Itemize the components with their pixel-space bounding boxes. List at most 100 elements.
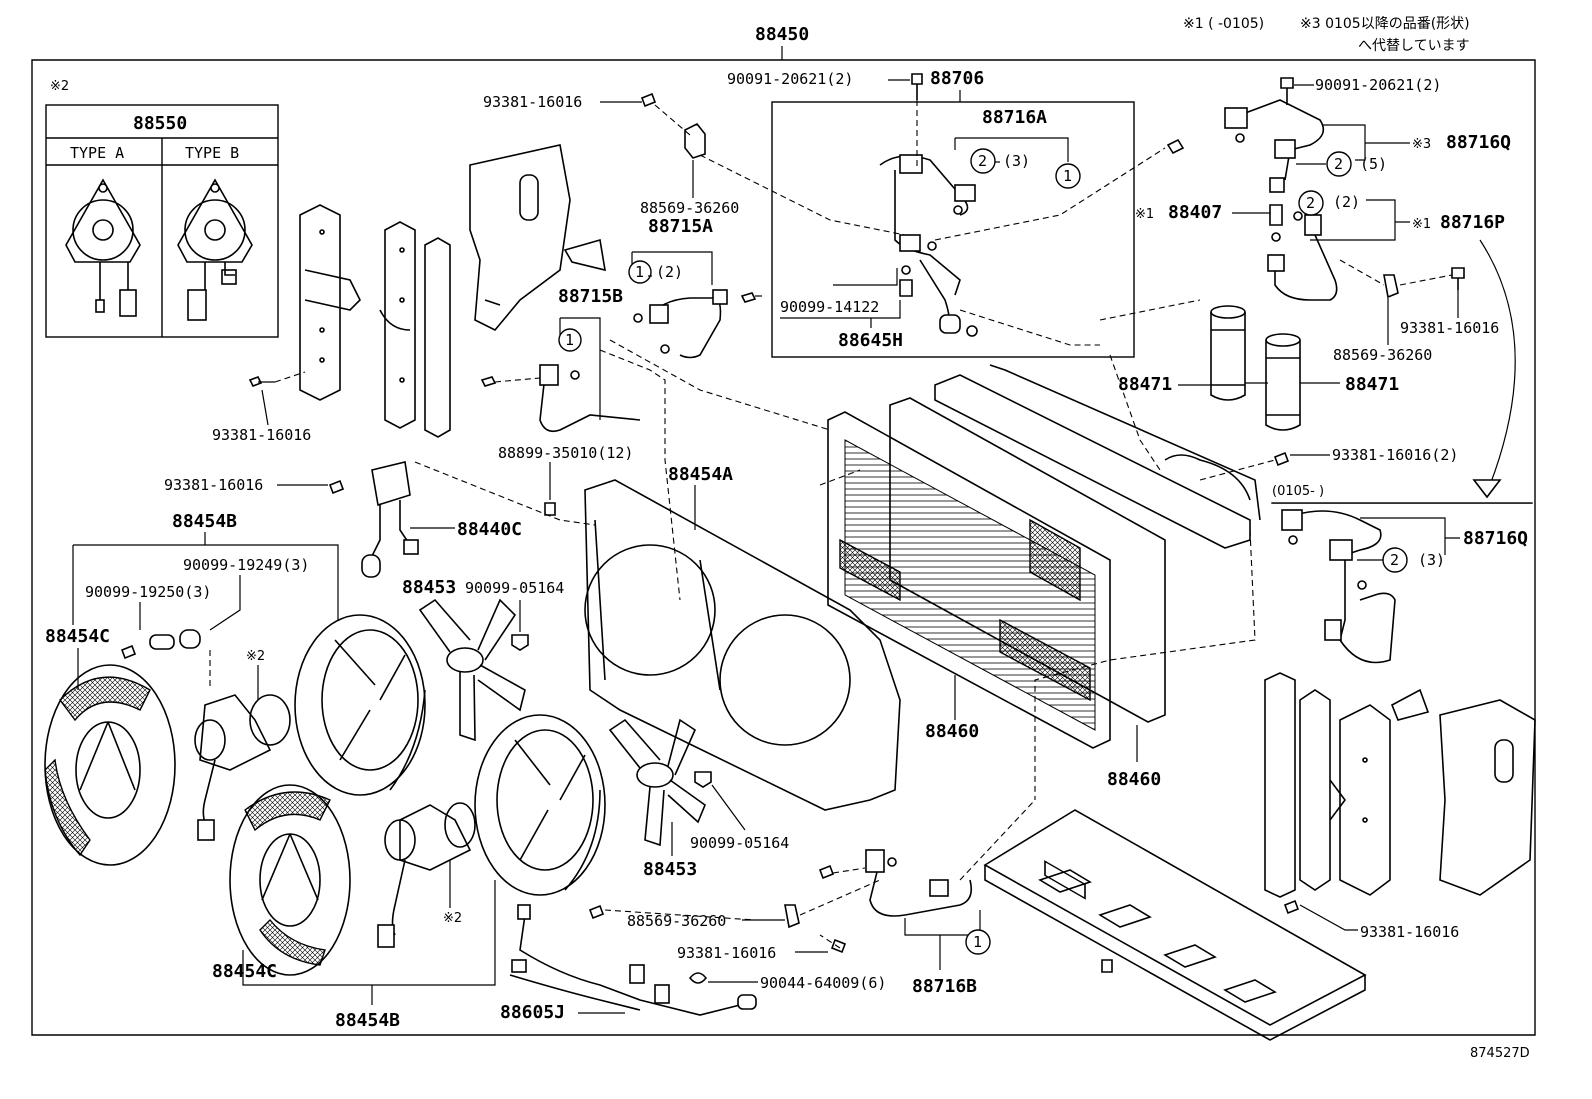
duct-bracket-left bbox=[469, 144, 571, 331]
svg-text:2: 2 bbox=[1306, 194, 1315, 212]
receiver-88471-b bbox=[1265, 333, 1301, 431]
label-qty-2-5: (5) bbox=[1360, 155, 1387, 173]
receiver-88471-a bbox=[1210, 305, 1246, 401]
pipe-88716P bbox=[1267, 211, 1338, 301]
fan-shroud-88454A bbox=[584, 479, 901, 811]
note-x2-b: ※2 bbox=[443, 911, 462, 926]
arrow-head bbox=[1472, 479, 1502, 499]
callout-circle-2c bbox=[1298, 190, 1324, 216]
bolt-93381-a bbox=[640, 92, 657, 108]
inset-type-b: TYPE B bbox=[185, 144, 239, 162]
callout-circle-1d bbox=[965, 929, 991, 955]
label-88454A: 88454A bbox=[668, 464, 733, 485]
collar-90099-19250 bbox=[149, 634, 175, 650]
assembly-frame bbox=[31, 59, 1536, 1036]
label-88460-b: 88460 bbox=[1107, 769, 1161, 790]
label-88716A: 88716A bbox=[982, 107, 1047, 128]
label-88569-b: 88569-36260 bbox=[627, 912, 726, 930]
svg-text:2: 2 bbox=[1334, 155, 1343, 173]
label-88605J: 88605J bbox=[500, 1002, 565, 1023]
label-0105: (0105- ) bbox=[1272, 484, 1324, 499]
label-93381-g: 93381-16016 bbox=[1360, 923, 1459, 941]
inset-type-a: TYPE A bbox=[70, 144, 124, 162]
fan-shroud-88454B-bottom bbox=[474, 714, 606, 896]
fan-motor-bottom bbox=[377, 802, 476, 948]
condenser-88460-front bbox=[827, 411, 1111, 749]
note-x1-a: ※1 bbox=[1135, 207, 1154, 222]
fan-motor-type-b bbox=[177, 178, 253, 321]
label-93381-d: 93381-16016 bbox=[677, 944, 776, 962]
expansion-valve-88407 bbox=[1269, 204, 1283, 226]
callout-circle-2a bbox=[970, 148, 996, 174]
bolt-88899 bbox=[544, 502, 556, 516]
side-seal-bracket-left bbox=[299, 204, 361, 401]
label-88569-a: 88569-36260 bbox=[640, 199, 739, 217]
clamp-88569-a bbox=[684, 122, 706, 159]
label-88407: 88407 bbox=[1168, 202, 1222, 223]
bolt-under-cover bbox=[1101, 959, 1113, 973]
pipe-88715A bbox=[649, 289, 762, 359]
label-qty-2-3b: (3) bbox=[1418, 551, 1445, 569]
bolt-90091-right bbox=[1280, 77, 1294, 105]
label-93381-f: 93381-16016(2) bbox=[1332, 446, 1458, 464]
under-cover bbox=[983, 809, 1367, 1041]
label-88716P: 88716P bbox=[1440, 212, 1505, 233]
label-88454B-bottom: 88454B bbox=[335, 1010, 400, 1031]
bolt-90099-19250 bbox=[120, 644, 137, 660]
header-note-3: ※3 0105以降の品番(形状) bbox=[1300, 16, 1470, 32]
label-93381-b: 93381-16016 bbox=[212, 426, 311, 444]
svg-text:1: 1 bbox=[635, 263, 644, 281]
label-90044: 90044-64009(6) bbox=[760, 974, 886, 992]
label-93381-e: 93381-16016 bbox=[1400, 319, 1499, 337]
fan-motor-type-a bbox=[65, 178, 141, 317]
label-90091-top: 90091-20621(2) bbox=[727, 70, 853, 88]
bolt-upper-right bbox=[1166, 138, 1185, 155]
bolt-93381-c bbox=[328, 479, 345, 495]
bolt-93381-e bbox=[1451, 267, 1465, 290]
pipe-88716Q-top bbox=[1224, 99, 1325, 193]
label-88454B-top: 88454B bbox=[172, 511, 237, 532]
fan-shroud-88454B-top bbox=[294, 614, 426, 796]
bolt-93381-b bbox=[248, 375, 275, 388]
nut-90099-19249 bbox=[179, 629, 201, 649]
callout-circle-1a bbox=[628, 260, 652, 284]
pipe-88716Q-bottom bbox=[1281, 509, 1396, 664]
fan-resistor-88440C bbox=[361, 461, 419, 578]
side-seal-bracket-center bbox=[379, 221, 416, 429]
label-90099-14122: 90099-14122 bbox=[780, 298, 879, 316]
fan-blade-88453-bottom bbox=[608, 718, 706, 847]
svg-text:2: 2 bbox=[1390, 551, 1399, 569]
fan-blade-88453-top bbox=[418, 598, 526, 742]
label-qty-2-3a: (3) bbox=[1003, 152, 1030, 170]
wire-harness-88605J bbox=[509, 904, 757, 1016]
label-90099-05164-bot: 90099-05164 bbox=[690, 834, 789, 852]
bolt-93381-f bbox=[1273, 451, 1290, 467]
pipe-88715B bbox=[480, 238, 641, 433]
clamp-88569-b bbox=[784, 904, 800, 929]
label-93381-a: 93381-16016 bbox=[483, 93, 582, 111]
bolt-90091-top bbox=[911, 73, 923, 100]
clamp-88569-c bbox=[1383, 274, 1399, 299]
nut-90099-05164-bot bbox=[694, 771, 712, 788]
label-88471-a: 88471 bbox=[1118, 374, 1172, 395]
bolt-88716B bbox=[818, 864, 835, 880]
note-x1-b: ※1 bbox=[1412, 217, 1431, 232]
note-x3: ※3 bbox=[1412, 137, 1431, 152]
inset-part-label: 88550 bbox=[133, 113, 187, 134]
condenser-88460-rear bbox=[889, 397, 1166, 723]
label-88706: 88706 bbox=[930, 68, 984, 89]
label-qty-1-2: (2) bbox=[656, 263, 683, 281]
callout-circle-1c bbox=[1055, 163, 1081, 189]
label-88716Q-bottom: 88716Q bbox=[1463, 528, 1528, 549]
callout-circle-2b bbox=[1326, 151, 1352, 177]
callout-circle-1b bbox=[558, 328, 582, 352]
label-88716B: 88716B bbox=[912, 976, 977, 997]
seal-strip-right bbox=[1264, 672, 1296, 898]
label-88471-b: 88471 bbox=[1345, 374, 1399, 395]
label-88454C-left: 88454C bbox=[45, 626, 110, 647]
header-note-3-cont: へ代替しています bbox=[1358, 38, 1470, 54]
clamp-90044 bbox=[688, 972, 708, 984]
arrow-curve bbox=[1479, 239, 1516, 486]
assembly-label: 88450 bbox=[755, 24, 809, 45]
